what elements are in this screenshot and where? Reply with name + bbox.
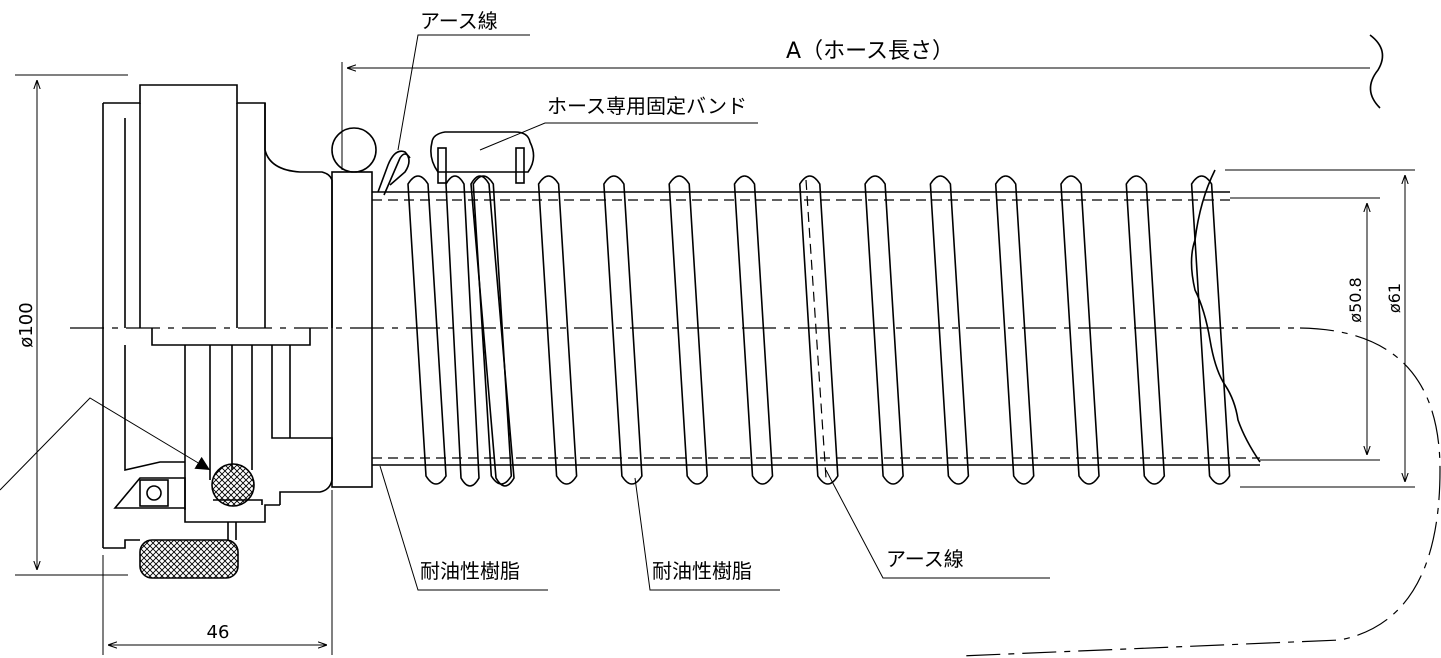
coil-turn: [472, 175, 513, 485]
dim-outer-diameter-text: ø61: [1385, 283, 1404, 313]
coil-turn: [407, 175, 447, 485]
dimension-outer-diameter: [1225, 169, 1415, 488]
dimension-hose-length: [341, 62, 1370, 170]
coil-turn: [994, 175, 1035, 485]
coil-turn: [1060, 175, 1100, 485]
dim-inner-diameter-text: ø50.8: [1346, 277, 1365, 322]
earth-wire-bottom-label: アース線: [886, 547, 964, 571]
leader-earth-wire-top: [397, 34, 530, 151]
coil-turn-inner: [445, 175, 480, 487]
dim-diameter-100-text: ø100: [16, 302, 37, 347]
leader-oil-resin-left: [379, 465, 548, 591]
coil-turn: [603, 175, 643, 485]
coil-turn: [537, 175, 578, 485]
o-ring-seal: [211, 463, 255, 507]
coupling-body: [102, 84, 333, 549]
break-line: [1190, 169, 1261, 463]
leader-fixing-band: [479, 122, 758, 151]
coil-turn: [864, 175, 904, 485]
dimension-length-46: [102, 490, 333, 655]
coil-turn: [929, 175, 970, 485]
dimension-inner-diameter: [1230, 197, 1380, 461]
coil-turn: [733, 175, 774, 485]
coil-turn-inner: [470, 175, 515, 487]
fixing-band-label: ホース専用固定バンド: [547, 94, 747, 118]
coil-turn: [1125, 175, 1166, 485]
hose-length-label: A（ホース長さ）: [786, 39, 954, 64]
leader-earth-wire-bottom: [825, 469, 1050, 579]
hose-flange: [331, 127, 411, 488]
knurled-handle: [139, 539, 239, 579]
oil-resin-left-label: 耐油性樹脂: [420, 559, 520, 583]
dimension-diameter-100: [15, 74, 128, 576]
coil-turn: [1190, 175, 1231, 485]
earth-wire-top-label: アース線: [420, 9, 498, 33]
dim-length-46-text: 46: [207, 622, 230, 643]
leader-oil-resin-mid: [634, 477, 780, 591]
fixing-band: [430, 131, 535, 184]
coil-turn: [668, 175, 709, 485]
leader-o-ring: [0, 397, 211, 491]
earth-wire-inner: [805, 179, 827, 479]
helix-coils: [407, 175, 1231, 487]
hose-coil-arc: [959, 327, 1441, 657]
coil-turn: [798, 175, 839, 485]
oil-resin-mid-label: 耐油性樹脂: [652, 559, 752, 583]
